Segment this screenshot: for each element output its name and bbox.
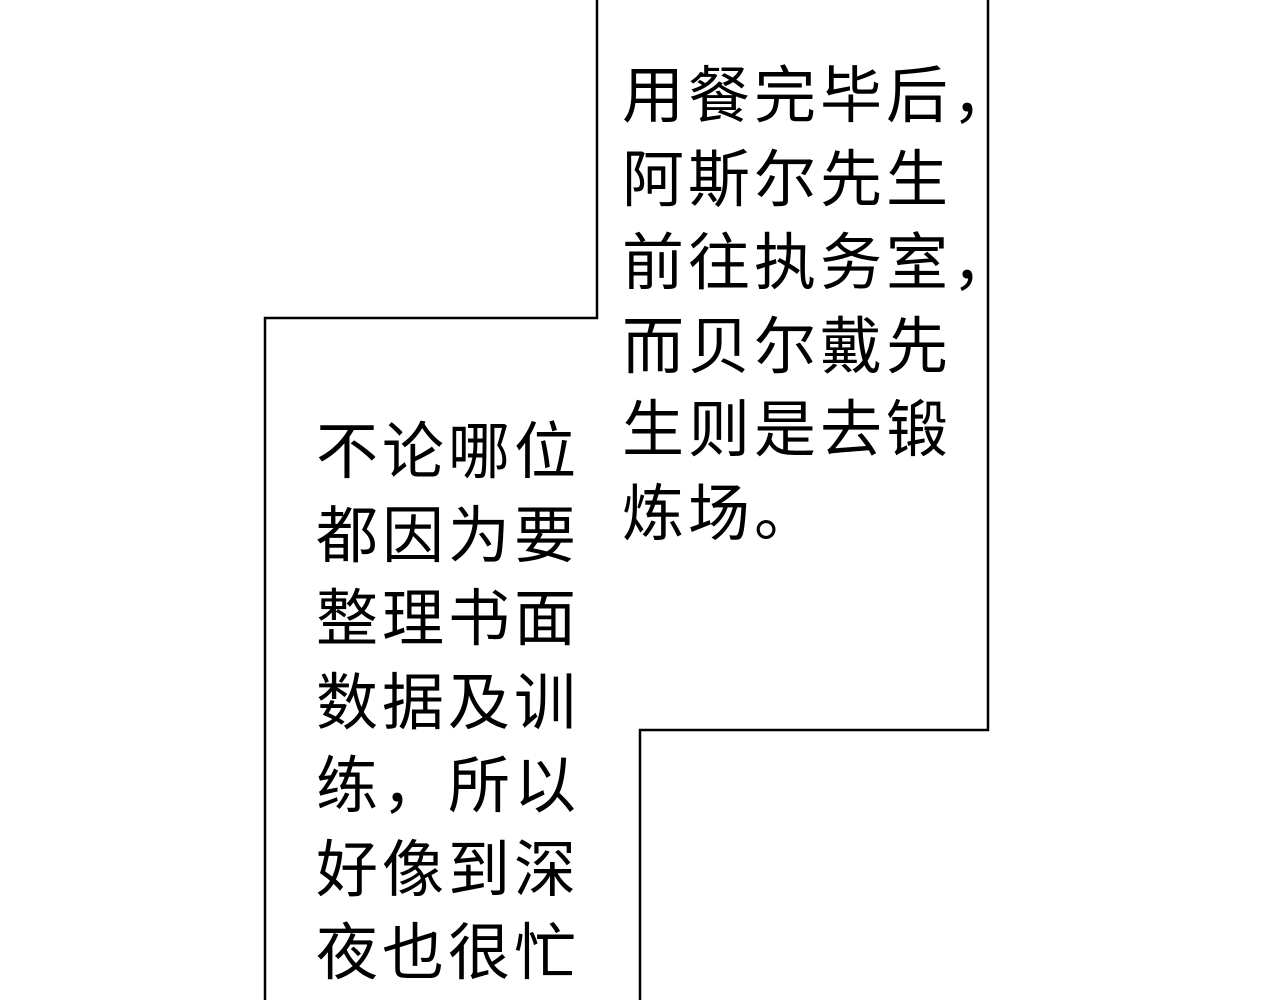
caption-line: 整理书面: [316, 582, 581, 655]
left-caption: 不论哪位 都因为要 整理书面 数据及训 练，所以 好像到深 夜也很忙: [316, 410, 580, 995]
caption-line: 夜也很忙: [316, 916, 581, 989]
caption-line: 数据及训: [316, 665, 581, 739]
caption-line: 生则是去锻: [622, 393, 953, 466]
right-caption: 用餐完毕后， 阿斯尔先生 前往执务室， 而贝尔戴先 生则是去锻 炼场。: [622, 54, 1018, 555]
caption-line: 阿斯尔先生: [622, 142, 953, 216]
caption-line: 都因为要: [316, 498, 581, 572]
caption-line: 而贝尔戴先: [622, 309, 953, 383]
caption-line: 不论哪位: [316, 415, 581, 488]
caption-line: 练，所以: [316, 749, 581, 822]
caption-line: 前往执务室，: [622, 226, 1019, 299]
caption-line: 好像到深: [316, 832, 581, 906]
caption-line: 用餐完毕后，: [622, 59, 1019, 132]
caption-line: 炼场。: [622, 476, 821, 550]
right-panel-border: [638, 0, 990, 1000]
left-panel-border: [263, 0, 599, 1000]
